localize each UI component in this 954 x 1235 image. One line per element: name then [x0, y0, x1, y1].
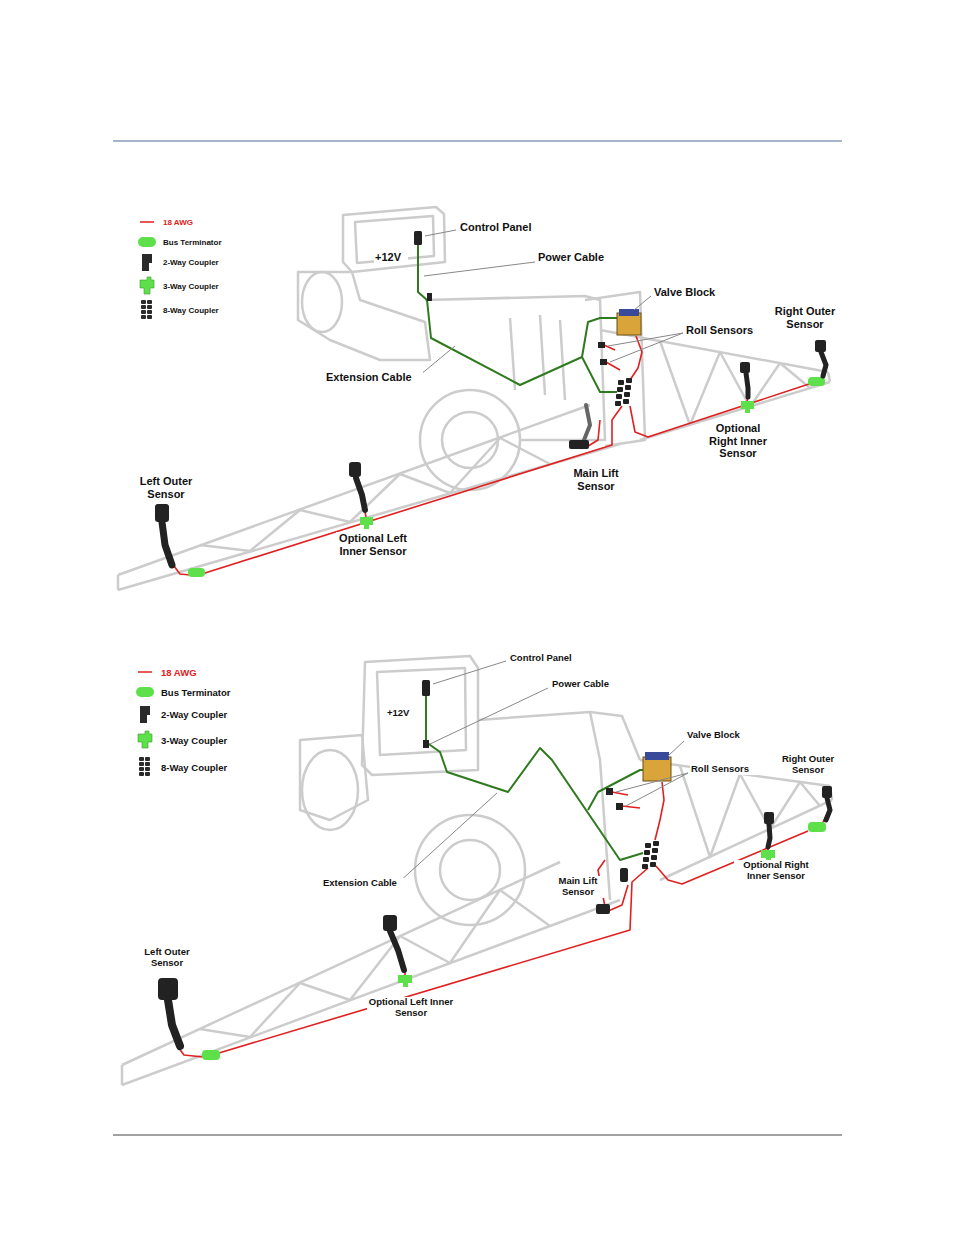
- bus-wire-18awg: [174, 336, 824, 575]
- tractor-outline: [122, 656, 832, 1085]
- legend-swatch: [137, 251, 157, 273]
- callout-label: Control Panel: [459, 221, 543, 234]
- legend-swatch: [137, 299, 157, 321]
- callout-label: Power Cable: [551, 679, 623, 690]
- legend-item: Bus Terminator: [135, 681, 231, 703]
- leader-lines: [420, 230, 683, 375]
- legend-swatch: [135, 661, 155, 683]
- callout-label: Optional Left Inner Sensor: [336, 532, 410, 557]
- leader-lines: [398, 661, 688, 883]
- footer-rule: [113, 1135, 842, 1136]
- callout-label: Main Lift Sensor: [550, 876, 606, 898]
- callout-label: +12V: [374, 251, 408, 264]
- legend-item: 18 AWG: [137, 211, 193, 233]
- legend-item: 3-Way Coupler: [135, 729, 227, 751]
- legend-item: 2-Way Coupler: [135, 703, 227, 725]
- legend-swatch: [137, 231, 157, 253]
- callout-label: Optional Left Inner Sensor: [367, 997, 455, 1019]
- components: [158, 680, 832, 1060]
- callout-label: Valve Block: [686, 730, 754, 741]
- callout-label: Left Outer Sensor: [129, 475, 203, 500]
- power-wire: [418, 245, 622, 392]
- header-rule: [113, 140, 842, 141]
- callout-label: Valve Block: [653, 286, 725, 299]
- components: [155, 231, 826, 577]
- legend-text: 18 AWG: [163, 218, 193, 227]
- legend-swatch: [135, 703, 155, 725]
- legend-text: Bus Terminator: [161, 687, 231, 698]
- callout-label: Power Cable: [537, 251, 615, 264]
- legend-swatch: [135, 756, 155, 778]
- legend-text: 2-Way Coupler: [163, 258, 219, 267]
- legend-text: Bus Terminator: [163, 238, 222, 247]
- legend-swatch: [135, 729, 155, 751]
- bus-wire-18awg: [178, 782, 828, 1057]
- callout-label: Extension Cable: [322, 878, 410, 889]
- legend-text: 2-Way Coupler: [161, 709, 227, 720]
- callout-label: Right Outer Sensor: [773, 754, 843, 776]
- callout-label: Roll Sensors: [690, 764, 760, 775]
- legend-text: 8-Way Coupler: [163, 306, 219, 315]
- legend-text: 8-Way Coupler: [161, 762, 227, 773]
- legend-item: 18 AWG: [135, 661, 197, 683]
- legend-text: 3-Way Coupler: [163, 282, 219, 291]
- callout-label: Control Panel: [509, 653, 583, 664]
- callout-label: Optional Right Inner Sensor: [701, 422, 775, 460]
- legend-item: 8-Way Coupler: [137, 299, 219, 321]
- legend-text: 18 AWG: [161, 667, 197, 678]
- legend-item: 2-Way Coupler: [137, 251, 219, 273]
- legend-swatch: [137, 275, 157, 297]
- legend-item: 3-Way Coupler: [137, 275, 219, 297]
- legend-swatch: [137, 211, 157, 233]
- legend-text: 3-Way Coupler: [161, 735, 227, 746]
- callout-label: Right Outer Sensor: [768, 305, 842, 330]
- callout-label: Roll Sensors: [685, 324, 763, 337]
- legend-swatch: [135, 681, 155, 703]
- callout-label: +12V: [386, 708, 418, 719]
- legend-item: Bus Terminator: [137, 231, 222, 253]
- legend-item: 8-Way Coupler: [135, 756, 227, 778]
- callout-label: Left Outer Sensor: [135, 947, 199, 969]
- callout-label: Extension Cable: [325, 371, 423, 384]
- power-wire: [426, 696, 645, 860]
- callout-label: Main Lift Sensor: [564, 467, 628, 492]
- tractor-outline: [118, 207, 830, 590]
- callout-label: Optional Right Inner Sensor: [734, 860, 818, 882]
